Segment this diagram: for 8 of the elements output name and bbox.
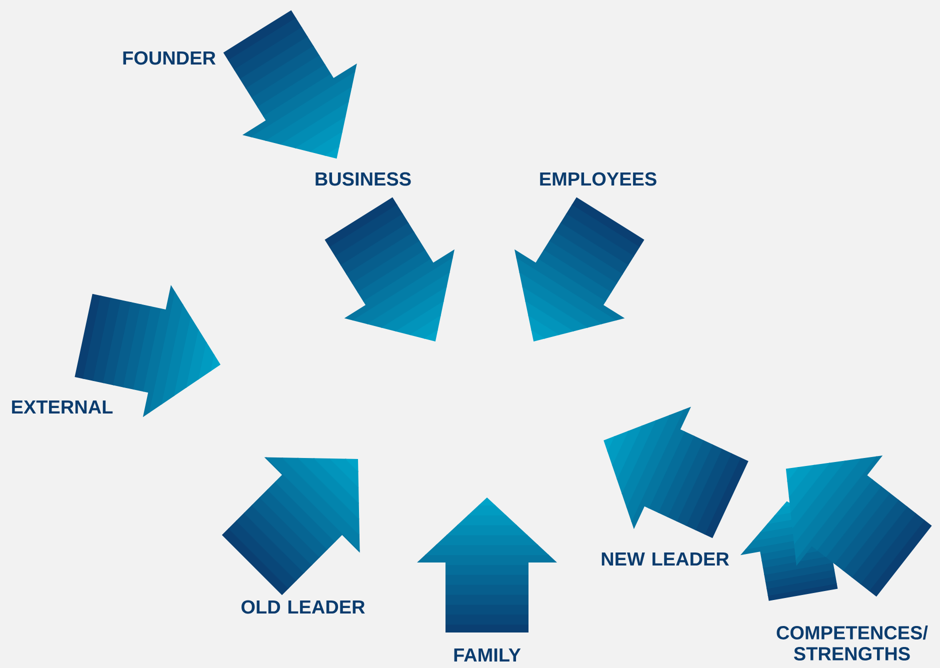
label: FOUNDER: [123, 51, 216, 65]
label: BUSINESS: [316, 172, 411, 186]
label: EXTERNAL: [12, 400, 113, 414]
label: NEW LEADER: [602, 552, 729, 566]
label: EMPLOYEES: [540, 172, 656, 186]
label: FAMILY: [454, 648, 521, 662]
label: OLD LEADER: [242, 600, 365, 614]
label: COMPETENCES/ STRENGTHS: [776, 626, 928, 660]
